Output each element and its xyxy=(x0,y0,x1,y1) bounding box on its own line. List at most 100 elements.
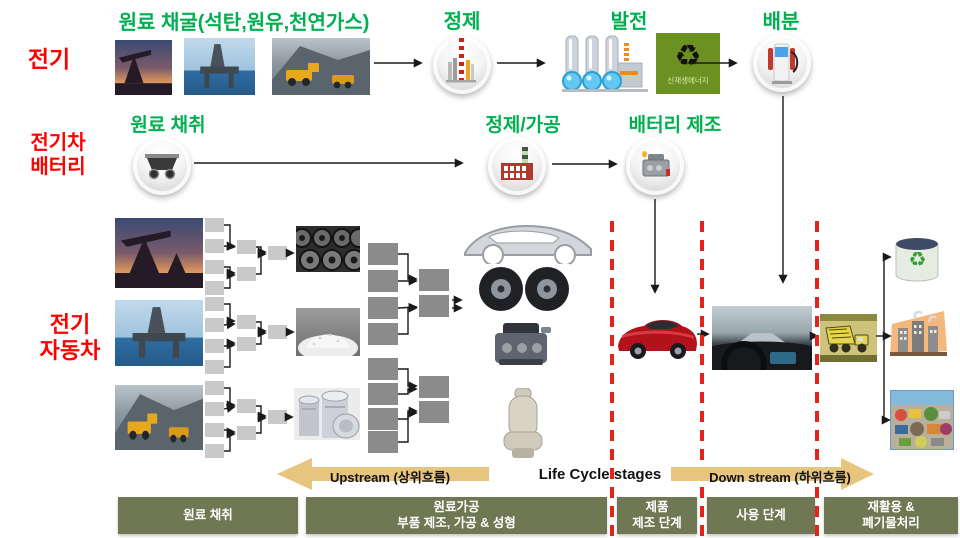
recycle-symbol-icon: ♻ xyxy=(908,249,927,271)
flow-box xyxy=(368,431,398,453)
flow-box xyxy=(205,402,224,416)
flow-box xyxy=(205,218,224,232)
stage-title-battery-refining: 정제/가공 xyxy=(485,115,561,136)
flow-box xyxy=(237,337,256,351)
recycle-arrows-icon: ♻ xyxy=(674,39,702,73)
clipart-garbage-truck xyxy=(820,314,877,362)
flow-box xyxy=(368,408,398,430)
dashboard-icon xyxy=(712,333,812,370)
flow-box xyxy=(368,297,398,319)
factory-buildings-icon xyxy=(890,310,947,356)
mine-cart-glyph-icon xyxy=(145,154,179,180)
flow-box xyxy=(205,239,224,253)
tires-icon xyxy=(479,267,569,311)
flow-box xyxy=(368,358,398,380)
photo-offshore-rig xyxy=(184,38,255,95)
photo-metal-drums xyxy=(294,388,360,440)
red-car-icon xyxy=(618,320,697,359)
refining-icon xyxy=(433,36,491,94)
photo-car-seat xyxy=(498,388,548,460)
flow-box xyxy=(205,381,224,395)
engine-glyph-icon xyxy=(642,151,670,177)
flow-box xyxy=(268,410,287,424)
power-plant-towers-icon xyxy=(562,35,648,92)
flow-box xyxy=(205,318,224,332)
trucks-silhouette-icon xyxy=(272,46,370,95)
photo-oil-pumpjacks-2 xyxy=(115,218,203,288)
stage-title-raw-material-mining: 원료 채굴(석탄,원유,천연가스) xyxy=(118,12,370,34)
trucks-silhouette-icon xyxy=(115,394,203,450)
flow-box xyxy=(237,240,256,254)
drums-icon xyxy=(298,390,360,439)
battery-engine-icon xyxy=(626,137,684,195)
car-seat-icon xyxy=(503,388,543,458)
mine-cart-icon xyxy=(133,137,191,195)
pumpjack-silhouette-icon xyxy=(115,49,172,95)
factory-glyph-icon xyxy=(501,147,533,180)
stage-bar-material-processing: 원료가공 부품 제조, 가공 & 성형 xyxy=(306,497,607,534)
flow-box xyxy=(368,243,398,265)
stage-bar-recycling-waste: 재활용 & 폐기물처리 xyxy=(824,497,958,534)
clipart-factory xyxy=(888,306,948,361)
photo-steel-coils xyxy=(296,226,360,272)
row-label-electric-vehicle: 전기 자동차 xyxy=(39,312,101,363)
flow-box xyxy=(237,399,256,413)
stage-title-distribution: 배분 xyxy=(762,11,800,33)
trash-pile-icon xyxy=(891,391,953,449)
stage-bar-use-stage: 사용 단계 xyxy=(707,497,815,534)
stage-title-battery-extraction: 원료 채취 xyxy=(130,115,206,136)
photo-mining-trucks-2 xyxy=(115,385,203,450)
recycle-bin-icon xyxy=(895,238,939,282)
stage-title-generation: 발전 xyxy=(610,11,648,33)
distribution-icon xyxy=(753,34,811,92)
flow-box xyxy=(205,260,224,274)
engine-block-icon xyxy=(495,323,551,365)
flow-box xyxy=(205,297,224,311)
rig-silhouette-icon xyxy=(132,307,186,358)
downstream-label: Down stream (하위흐름) xyxy=(709,470,851,485)
photo-tires xyxy=(478,264,570,314)
stage-bar-raw-material: 원료 채취 xyxy=(118,497,298,534)
photo-oil-pumpjacks xyxy=(115,40,172,95)
flow-box xyxy=(237,315,256,329)
photo-red-car xyxy=(612,302,702,362)
flow-box xyxy=(419,269,449,291)
row-label-ev-battery: 전기차 배터리 xyxy=(30,132,86,178)
photo-polymer-pellets xyxy=(296,308,360,356)
flow-box xyxy=(237,426,256,440)
clipart-landfill xyxy=(890,390,954,450)
flow-box xyxy=(205,339,224,353)
rig-silhouette-icon xyxy=(200,44,239,88)
flow-box xyxy=(419,295,449,317)
flow-box xyxy=(368,383,398,405)
flow-box xyxy=(237,267,256,281)
car-frame-icon xyxy=(464,224,592,265)
flow-box xyxy=(268,325,287,339)
flow-box xyxy=(205,444,224,458)
photo-engine xyxy=(487,315,557,372)
flow-box xyxy=(368,323,398,345)
row-label-electricity: 전기 xyxy=(27,46,71,72)
flow-box xyxy=(268,246,287,260)
pumpjack-silhouette-icon xyxy=(115,230,203,288)
dump-truck-icon xyxy=(820,314,877,362)
photo-offshore-rig-2 xyxy=(115,300,203,366)
flow-box xyxy=(368,270,398,292)
flow-box xyxy=(205,423,224,437)
renewable-energy-badge: ♻ 신재생에너지 xyxy=(656,33,720,94)
pellets-mound-icon xyxy=(298,333,358,356)
clipart-recycle-bin: ♻ xyxy=(893,237,942,283)
photo-driving-interior xyxy=(712,306,812,370)
photo-mining-trucks xyxy=(272,38,370,95)
refinery-chimneys-icon xyxy=(446,38,476,83)
charging-pump-icon xyxy=(768,43,799,84)
stage-title-refining: 정제 xyxy=(443,11,481,33)
stage-title-battery-manufacturing: 배터리 제조 xyxy=(628,115,722,136)
flow-box xyxy=(205,360,224,374)
coils-icon xyxy=(296,228,360,271)
flow-box xyxy=(419,376,449,398)
stage-bar-product-manufacturing: 제품 제조 단계 xyxy=(617,497,697,534)
renewable-badge-label: 신재생에너지 xyxy=(667,75,709,85)
upstream-label: Upstream (상위흐름) xyxy=(329,470,451,485)
